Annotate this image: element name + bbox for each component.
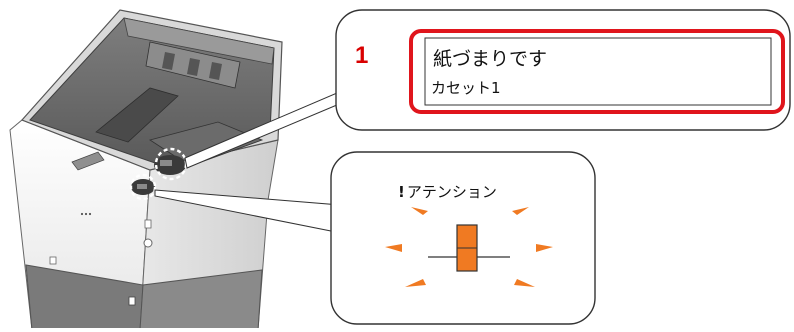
blink-ray (411, 207, 428, 215)
blink-ray (536, 244, 553, 252)
attention-led-highlight-circle (129, 173, 157, 201)
blink-ray (514, 279, 535, 287)
lcd-highlight-frame (409, 29, 785, 114)
attention-indicator (428, 224, 510, 272)
callout-number: 1 (355, 42, 369, 69)
lcd-screen (424, 37, 772, 106)
printer-body (9, 9, 283, 331)
blink-ray (512, 207, 529, 215)
attention-label-text: アテンション (406, 183, 497, 201)
blink-rays (385, 207, 553, 287)
blink-ray (405, 279, 426, 287)
lcd-message-line1: 紙づまりです (433, 48, 548, 70)
attention-label: !アテンション (398, 181, 497, 202)
attention-exclamation: ! (398, 183, 405, 201)
blink-ray (385, 244, 402, 252)
lcd-message-line2: カセット1 (431, 79, 501, 97)
